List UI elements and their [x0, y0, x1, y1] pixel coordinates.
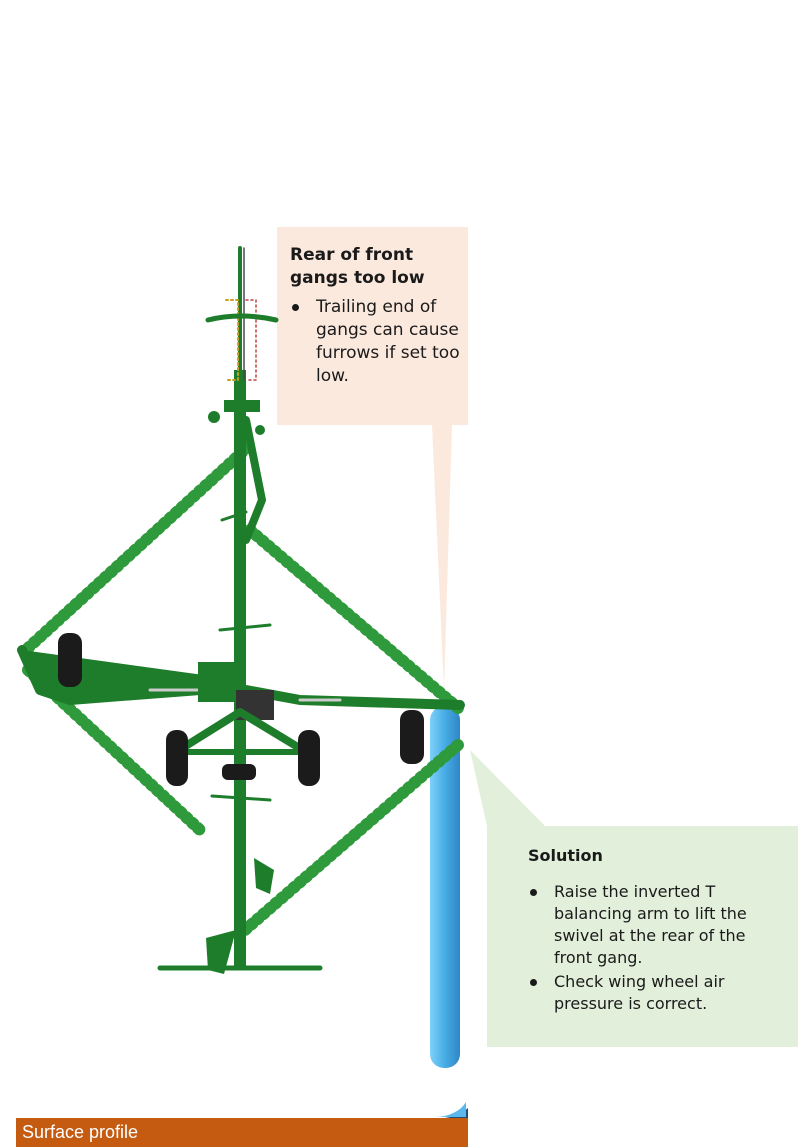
surface-profile-column — [430, 706, 468, 1119]
solution-callout-box — [470, 750, 798, 1047]
right-front-rotor-arm — [244, 524, 464, 714]
solution-title: Solution — [528, 846, 603, 865]
surface-profile-label: Surface profile — [16, 1118, 468, 1147]
wheel-rake-implement — [17, 246, 465, 974]
problem-callout-box — [277, 227, 468, 690]
right-crossbar — [241, 685, 465, 710]
right-rear-rotor-arm — [239, 739, 464, 936]
problem-bullet-list: Trailing end of gangs can cause furrows … — [290, 296, 468, 388]
problem-bullet: Trailing end of gangs can cause furrows … — [290, 296, 468, 388]
left-front-rotor-arm — [22, 439, 256, 654]
problem-callout — [277, 227, 468, 690]
problem-title: Rear of front gangs too low — [290, 245, 425, 288]
solution-callout-text: Solution Raise the inverted T balancing … — [528, 844, 788, 1017]
problem-callout-text: Rear of front gangs too low Trailing end… — [290, 244, 468, 390]
center-left-tire — [166, 730, 188, 786]
solution-bullet: Raise the inverted T balancing arm to li… — [528, 881, 788, 969]
solution-callout — [470, 750, 798, 1047]
left-wing-tire — [58, 633, 82, 687]
center-right-tire — [298, 730, 320, 786]
solution-bullet-list: Raise the inverted T balancing arm to li… — [528, 881, 788, 1015]
right-wing-tire — [400, 710, 424, 764]
main-frame-spine — [234, 370, 246, 970]
solution-bullet: Check wing wheel air pressure is correct… — [528, 971, 788, 1015]
